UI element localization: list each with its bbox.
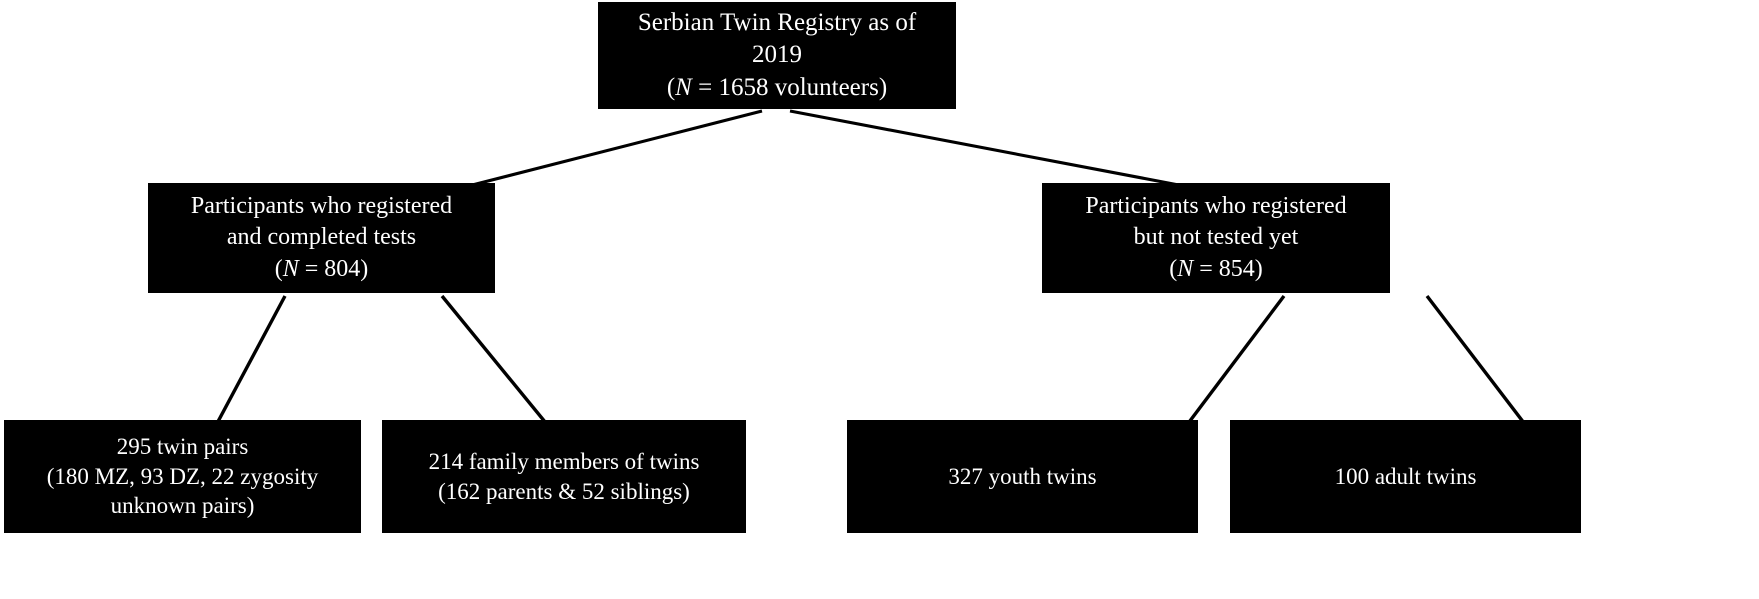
- node-twin-pairs: 295 twin pairs (180 MZ, 93 DZ, 22 zygosi…: [4, 420, 361, 533]
- node-youth-line-1: 327 youth twins: [948, 463, 1097, 489]
- n-value: = 854): [1193, 255, 1263, 282]
- node-youth-twins: 327 youth twins: [847, 420, 1198, 533]
- node-tested-line-1: Participants who registered: [190, 193, 453, 220]
- node-root-line-1: Serbian Twin Registry as of: [637, 8, 917, 36]
- paren-open: (: [274, 255, 283, 282]
- n-symbol: N: [282, 255, 299, 282]
- node-adult-line-1: 100 adult twins: [1334, 463, 1477, 489]
- n-symbol: N: [1177, 255, 1194, 282]
- node-serbian-twin-registry: Serbian Twin Registry as of 2019 (N = 16…: [598, 2, 956, 109]
- n-value: = 804): [298, 255, 369, 282]
- node-twin-pairs-line-2: (180 MZ, 93 DZ, 22 zygosity: [46, 463, 319, 489]
- node-family-line-2: (162 parents & 52 siblings): [438, 478, 690, 504]
- node-root-line-3: (N = 1658 volunteers): [667, 72, 887, 105]
- n-value: = 1658 volunteers): [691, 73, 888, 101]
- node-tested-line-2: and completed tests: [226, 224, 417, 251]
- node-tested-line-3: (N = 804): [275, 254, 369, 285]
- node-not-tested-line-3: (N = 854): [1169, 254, 1263, 285]
- edge-root-to-not-tested: [789, 109, 1206, 193]
- node-root-line-2: 2019: [752, 41, 802, 69]
- node-registered-and-completed-tests: Participants who registered and complete…: [148, 183, 495, 293]
- node-twin-pairs-line-3: unknown pairs): [110, 493, 255, 519]
- node-not-tested-line-2: but not tested yet: [1133, 224, 1299, 251]
- node-family-members-of-twins: 214 family members of twins (162 parents…: [382, 420, 746, 533]
- node-family-line-1: 214 family members of twins: [428, 448, 700, 474]
- node-registered-but-not-tested: Participants who registered but not test…: [1042, 183, 1390, 293]
- paren-open: (: [1169, 255, 1178, 282]
- node-not-tested-line-1: Participants who registered: [1085, 193, 1347, 220]
- n-symbol: N: [675, 73, 692, 101]
- paren-open: (: [666, 73, 676, 101]
- node-twin-pairs-line-1: 295 twin pairs: [116, 433, 249, 459]
- node-adult-twins: 100 adult twins: [1230, 420, 1581, 533]
